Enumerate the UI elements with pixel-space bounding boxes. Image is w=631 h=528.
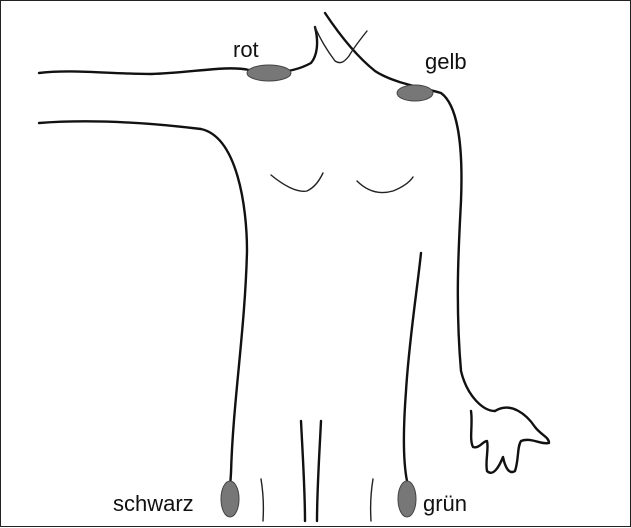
right-thigh-inner bbox=[371, 479, 373, 521]
electrode-gruen bbox=[398, 481, 416, 517]
crotch-line bbox=[301, 421, 305, 521]
label-gruen: grün bbox=[423, 491, 467, 516]
body-outline bbox=[39, 13, 549, 521]
label-rot: rot bbox=[233, 37, 259, 62]
electrode-schwarz bbox=[221, 481, 239, 517]
electrode-rot bbox=[247, 65, 291, 81]
arm-lower-contour bbox=[39, 121, 247, 511]
labels: rot gelb schwarz grün bbox=[113, 37, 467, 516]
left-thigh-inner bbox=[261, 479, 263, 521]
crotch-line-right bbox=[317, 421, 321, 521]
label-schwarz: schwarz bbox=[113, 491, 194, 516]
chest-mark-right bbox=[357, 177, 413, 193]
label-gelb: gelb bbox=[425, 49, 467, 74]
electrodes bbox=[221, 65, 433, 517]
right-hand bbox=[471, 408, 549, 473]
electrode-gelb bbox=[397, 85, 433, 101]
chest-mark-left bbox=[271, 173, 323, 191]
torso-right-side bbox=[404, 253, 421, 481]
